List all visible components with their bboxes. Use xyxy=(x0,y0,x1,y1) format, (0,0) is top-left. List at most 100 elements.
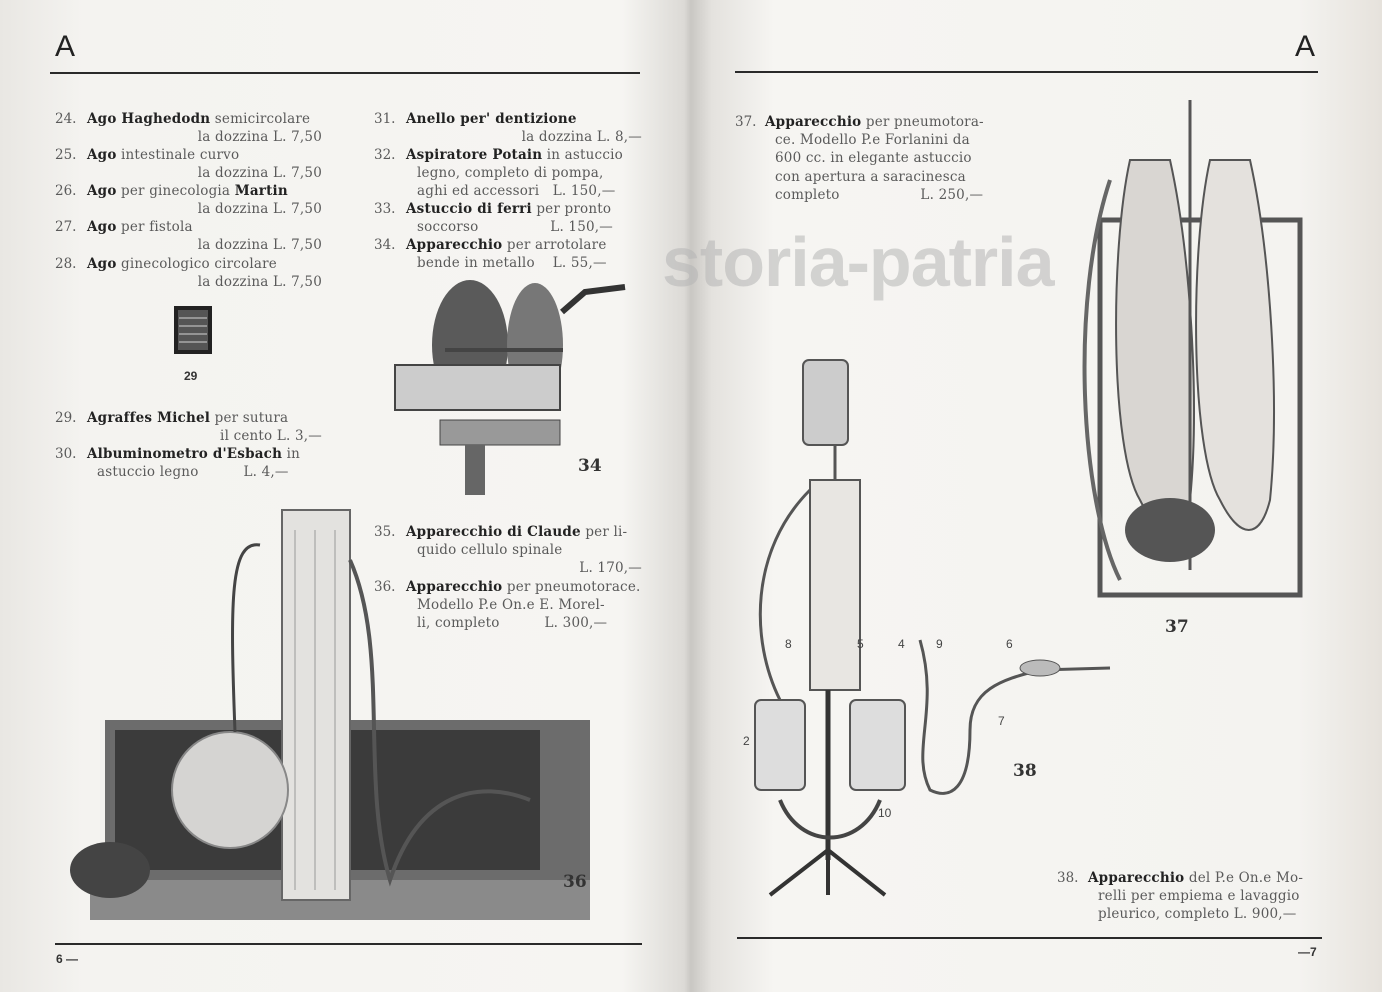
header-rule-right xyxy=(735,71,1318,73)
entry-name: Anello per' dentizione xyxy=(406,111,577,127)
entry-title-line: Apparecchio per arrotolare xyxy=(406,236,607,254)
entry-text: pleurico, completo L. 900,— xyxy=(1098,906,1297,923)
entry-line: astuccio legno L. 4,— xyxy=(97,463,289,481)
diagram-label: 4 xyxy=(898,637,905,651)
entry-name: Ago Haghedodn xyxy=(87,111,211,127)
entry-number: 29. xyxy=(55,410,77,426)
entry-text: per pneumotora- xyxy=(861,114,984,130)
diagram-label: 7 xyxy=(998,714,1005,728)
entry-number: 35. xyxy=(374,524,396,540)
entry-line: con apertura a saracinesca xyxy=(775,168,966,186)
entry-number: 26. xyxy=(55,183,77,199)
figure-38-empyema-apparatus: 8 5 4 9 6 7 2 10 xyxy=(743,359,1111,897)
figure-36-pneumothorax-apparatus xyxy=(70,509,550,920)
figure-37-forlanini-apparatus xyxy=(1082,100,1303,598)
section-letter-left: A xyxy=(55,30,76,63)
entry-title-line: Anello per' dentizione xyxy=(406,110,577,128)
entry-title-line: Apparecchio per pneumotorace. xyxy=(406,578,641,596)
entry-text: semicircolare xyxy=(210,111,311,127)
entry-text: Modello P.e On.e E. Morel- xyxy=(417,597,605,614)
entry-text: soccorso L. 150,— xyxy=(417,219,613,236)
entry-number: 28. xyxy=(55,256,77,272)
entry-text: per sutura xyxy=(210,410,289,426)
entry-name: Apparecchio xyxy=(406,579,503,595)
entry-line: la dozzina L. 7,50 xyxy=(198,128,322,146)
entry-text: in astuccio xyxy=(542,147,623,163)
entry-text: astuccio legno L. 4,— xyxy=(97,464,289,481)
entry-text: ce. Modello P.e Forlanini da xyxy=(775,132,970,149)
entry-title-line: Ago per fistola xyxy=(87,218,193,236)
entry-line: aghi ed accessori L. 150,— xyxy=(417,182,615,200)
entry-line: Modello P.e On.e E. Morel- xyxy=(417,596,605,614)
entry-text: intestinale curvo xyxy=(116,147,240,163)
figure-label-36: 36 xyxy=(563,872,587,892)
diagram-label: 6 xyxy=(1006,637,1013,651)
entry-title-line: Apparecchio per pneumotora- xyxy=(765,113,984,131)
entry-text: per pneumotorace. xyxy=(502,579,641,595)
entry-line: ce. Modello P.e Forlanini da xyxy=(775,131,970,149)
entry-line: la dozzina L. 8,— xyxy=(522,128,642,146)
entry-line: bende in metallo L. 55,— xyxy=(417,254,607,272)
entry-text: la dozzina L. 7,50 xyxy=(197,165,322,182)
figure-34-crank-handle xyxy=(560,284,626,315)
entry-text: ginecologico circolare xyxy=(116,256,277,272)
entry-line: L. 170,— xyxy=(579,559,642,577)
entry-number: 31. xyxy=(374,111,396,127)
entry-number: 24. xyxy=(55,111,77,127)
entry-text: bende in metallo L. 55,— xyxy=(417,255,607,272)
entry-text: per ginecologia xyxy=(116,183,235,199)
page-number-right: —7 xyxy=(1298,945,1317,959)
entry-number: 25. xyxy=(55,147,77,163)
diagram-label: 10 xyxy=(878,806,892,820)
figure-label-29: 29 xyxy=(184,369,198,383)
entry-title-line: Ago Haghedodn semicircolare xyxy=(87,110,310,128)
entry-name: Ago xyxy=(87,219,117,235)
entry-text: la dozzina L. 7,50 xyxy=(197,274,322,291)
entry-text: la dozzina L. 7,50 xyxy=(197,129,322,146)
entry-title-line: Agraffes Michel per sutura xyxy=(87,409,288,427)
entry-line: il cento L. 3,— xyxy=(220,427,322,445)
entry-number: 27. xyxy=(55,219,77,235)
entry-name: Apparecchio xyxy=(406,237,503,253)
entry-name: Ago xyxy=(87,183,117,199)
entry-name: Ago xyxy=(87,256,117,272)
entry-text: in xyxy=(282,446,301,462)
figure-label-34: 34 xyxy=(578,456,602,476)
entry-text: la dozzina L. 8,— xyxy=(521,129,642,146)
entry-number: 34. xyxy=(374,237,396,253)
entry-text: per li- xyxy=(580,524,628,540)
entry-number: 33. xyxy=(374,201,396,217)
entry-text: con apertura a saracinesca xyxy=(775,168,966,185)
section-letter-right: A xyxy=(1295,30,1316,63)
entry-line: la dozzina L. 7,50 xyxy=(198,164,322,182)
entry-line: soccorso L. 150,— xyxy=(417,218,613,236)
entry-name: Martin xyxy=(234,183,288,199)
entry-text: quido cellulo spinale xyxy=(417,542,563,559)
entry-text: 600 cc. in elegante astuccio xyxy=(775,150,972,167)
footer-rule-left xyxy=(55,943,642,945)
entry-name: Astuccio di ferri xyxy=(406,201,532,217)
figure-label-37: 37 xyxy=(1165,617,1189,637)
entry-title-line: Albuminometro d'Esbach in xyxy=(87,445,300,463)
entry-title-line: Apparecchio di Claude per li- xyxy=(406,523,627,541)
entry-line: li, completo L. 300,— xyxy=(417,614,607,632)
figure-36-case-end xyxy=(550,720,590,920)
diagram-label: 9 xyxy=(936,637,943,651)
entry-line: quido cellulo spinale xyxy=(417,541,562,559)
entry-line: la dozzina L. 7,50 xyxy=(198,273,322,291)
entry-title-line: Ago intestinale curvo xyxy=(87,146,239,164)
figure-34-bandage-roller xyxy=(394,280,563,495)
entry-name: Aspiratore Potain xyxy=(406,147,543,163)
entry-line: la dozzina L. 7,50 xyxy=(198,236,322,254)
diagram-label: 2 xyxy=(743,734,750,748)
entry-number: 37. xyxy=(735,114,757,130)
diagram-label: 8 xyxy=(785,637,792,651)
entry-text: per pronto xyxy=(531,201,612,217)
entry-line: 600 cc. in elegante astuccio xyxy=(775,149,972,167)
entry-line: legno, completo di pompa, xyxy=(417,164,603,182)
entry-number: 36. xyxy=(374,579,396,595)
entry-line: la dozzina L. 7,50 xyxy=(198,200,322,218)
entry-text: L. 170,— xyxy=(579,560,642,577)
entry-text: del P.e On.e Mo- xyxy=(1184,870,1304,886)
entry-title-line: Ago per ginecologia Martin xyxy=(87,182,288,200)
